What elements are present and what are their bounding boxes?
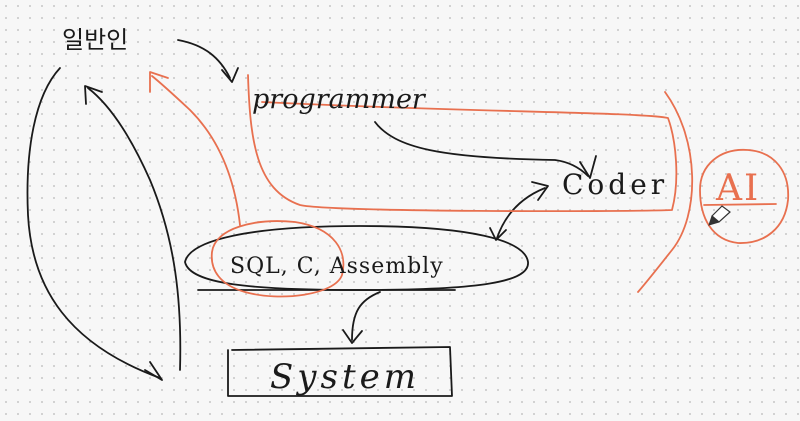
arrow-languages-to-system-head bbox=[342, 329, 363, 344]
programmer-coder-enclosure bbox=[247, 74, 678, 213]
pen-cursor-icon bbox=[708, 205, 731, 226]
arrow-languages-to-person bbox=[151, 75, 241, 226]
arrow-coder-languages-head-top bbox=[531, 181, 549, 201]
loop-inner-arrowhead bbox=[84, 85, 103, 105]
loop-outer-arrowhead bbox=[144, 361, 163, 381]
label-coder: Coder bbox=[562, 168, 668, 201]
sql-circle bbox=[210, 220, 345, 298]
ai-underline bbox=[703, 203, 777, 206]
label-programmer: programmer bbox=[252, 84, 427, 115]
arrow-languages-to-person-head bbox=[149, 71, 169, 93]
loop-inner-arrow bbox=[87, 87, 182, 371]
ai-boundary-arc bbox=[637, 91, 694, 293]
arrow-coder-languages-head-bottom bbox=[489, 227, 507, 241]
label-languages: SQL, C, Assembly bbox=[230, 254, 444, 279]
label-general-person: 일반인 bbox=[62, 26, 128, 54]
label-ai: AI bbox=[715, 168, 760, 209]
languages-ellipse bbox=[184, 225, 529, 291]
system-box bbox=[227, 346, 453, 397]
arrow-programmer-to-coder-head bbox=[579, 155, 597, 179]
label-system: System bbox=[270, 357, 420, 397]
arrow-programmer-to-coder bbox=[374, 121, 589, 177]
arrow-languages-to-system bbox=[351, 291, 381, 341]
arrow-coder-languages bbox=[496, 187, 546, 239]
arrow-person-to-programmer bbox=[177, 39, 231, 79]
loop-outer-arrow bbox=[26, 67, 161, 379]
ai-circle bbox=[699, 149, 789, 244]
arrow-person-to-programmer-head bbox=[221, 67, 239, 83]
